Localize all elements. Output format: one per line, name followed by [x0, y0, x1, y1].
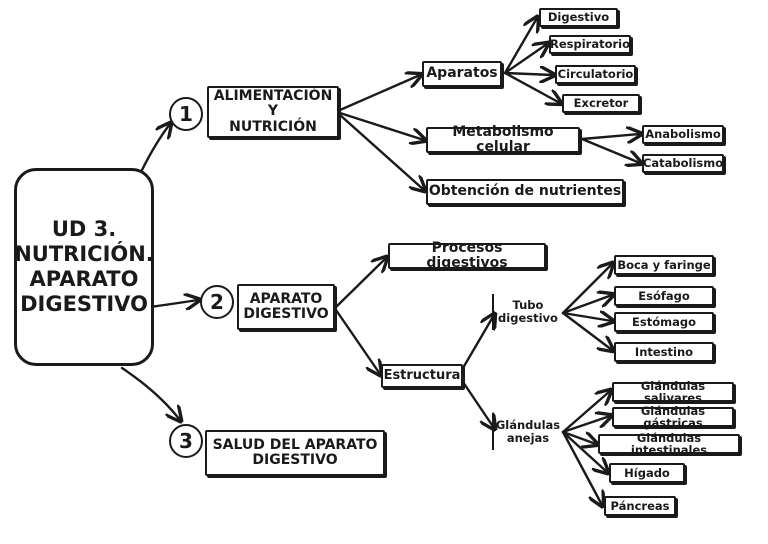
section-3-title-line-2: DIGESTIVO	[252, 452, 338, 468]
arrow-s2-estructura	[334, 308, 380, 374]
tubo-label-line-1: Tubo	[512, 298, 544, 313]
section-2-title-line-1: APARATO	[249, 290, 323, 307]
arrow-main-to-3	[120, 366, 180, 420]
arrow-glandulas-intestinales	[561, 430, 596, 444]
section-2-title-line-2: DIGESTIVO	[243, 306, 329, 322]
pancreas-box: Páncreas	[604, 496, 676, 516]
intestino-box: Intestino	[614, 342, 714, 362]
main-topic-line-4: DIGESTIVO	[20, 291, 148, 316]
arrow-glandulas-gastricas	[561, 416, 610, 434]
section-3-box: SALUD DEL APARATO DIGESTIVO	[205, 430, 385, 476]
metabolismo-celular-box: Metabolismo celular	[426, 124, 580, 155]
procesos-digestivos-box: Procesos digestivos	[388, 240, 546, 271]
anabolismo-box: Anabolismo	[642, 125, 724, 144]
main-topic-box: UD 3. NUTRICIÓN. APARATO DIGESTIVO	[14, 168, 154, 366]
number-3-circle: 3	[169, 424, 203, 458]
catabolismo-box: Catabolismo	[642, 154, 724, 173]
main-topic-line-2: NUTRICIÓN.	[14, 242, 154, 267]
glandulas-salivares-box: Glándulas salivares	[612, 379, 734, 404]
arrow-tubo-boca	[561, 264, 612, 315]
arrow-s1-obtencion	[338, 113, 424, 190]
glandulas-intestinales-box: Glándulas intestinales	[598, 431, 740, 456]
section-3-title-line-1: SALUD DEL APARATO	[212, 436, 378, 453]
arrow-glandulas-higado	[561, 430, 607, 472]
arrow-s1-aparatos	[338, 75, 420, 112]
arrow-main-to-1	[140, 124, 170, 172]
aparatos-box: Aparatos	[422, 61, 502, 87]
digestivo-system-box: Digestivo	[539, 8, 618, 27]
arrow-estructura-tubo	[461, 315, 494, 370]
estomago-box: Estómago	[614, 312, 714, 332]
glandulas-anejas-label: Glándulas anejas	[492, 414, 562, 450]
section-1-title-line-1: ALIMENTACIÓN Y	[213, 88, 333, 120]
respiratorio-box: Respiratorio	[549, 35, 631, 54]
arrow-metab-anabolismo	[580, 134, 640, 139]
obtencion-nutrientes-box: Obtención de nutrientes	[426, 179, 624, 205]
section-1-title-line-2: NUTRICIÓN	[229, 118, 317, 135]
section-2-box: APARATO DIGESTIVO	[237, 284, 335, 330]
arrow-glandulas-salivares	[561, 391, 610, 434]
arrow-estructura-glandulas	[461, 380, 494, 428]
glandulas-gastricas-box: Glándulas gástricas	[612, 404, 734, 429]
arrow-tubo-esofago	[561, 295, 612, 315]
higado-box: Hígado	[609, 463, 685, 483]
arrow-glandulas-pancreas	[561, 430, 602, 505]
tubo-digestivo-label: Tubo digestivo	[492, 294, 562, 330]
circulatorio-box: Circulatorio	[555, 65, 636, 84]
glandulas-label-line-1: Glándulas	[495, 418, 561, 433]
glandulas-label-line-2: anejas	[506, 431, 550, 445]
number-2-circle: 2	[200, 285, 234, 319]
arrow-main-to-2	[148, 300, 198, 307]
arrow-aparatos-excretor	[503, 71, 560, 103]
arrow-tubo-intestino	[561, 311, 612, 350]
estructura-box: Estructura	[381, 364, 463, 388]
number-1-circle: 1	[169, 97, 203, 131]
arrow-tubo-estomago	[561, 313, 612, 321]
section-1-box: ALIMENTACIÓN Y NUTRICIÓN	[207, 86, 339, 138]
arrow-aparatos-respiratorio	[503, 44, 547, 75]
boca-faringe-box: Boca y faringe	[614, 255, 714, 275]
excretor-box: Excretor	[562, 94, 640, 113]
arrow-metab-catabolismo	[580, 137, 640, 163]
arrow-s1-metabolismo	[338, 111, 424, 140]
tubo-label-line-2: digestivo	[498, 311, 558, 325]
esofago-box: Esófago	[614, 286, 714, 306]
arrow-aparatos-digestivo	[503, 18, 537, 75]
arrow-s2-procesos	[334, 258, 386, 309]
arrow-aparatos-circulatorio	[503, 73, 553, 75]
main-topic-line-3: APARATO	[29, 267, 139, 291]
main-topic-line-1: UD 3.	[51, 217, 117, 242]
